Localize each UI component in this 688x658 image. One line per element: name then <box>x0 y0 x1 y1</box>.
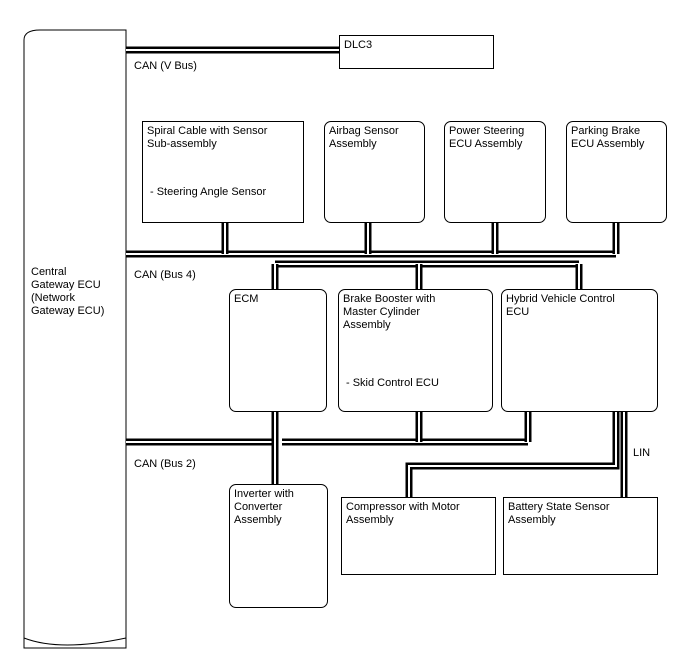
wire-lin-compressor-core <box>408 412 617 497</box>
node-compressor: Compressor with Motor Assembly <box>341 497 496 575</box>
node-label: Spiral Cable with Sensor <box>147 125 268 137</box>
node-label: ECU Assembly <box>571 138 645 150</box>
node-sub-label: - Steering Angle Sensor <box>150 186 267 198</box>
node-dlc3: DLC3 <box>339 35 494 69</box>
node-label: Parking Brake <box>571 125 641 137</box>
bus-wires <box>126 46 628 497</box>
node-airbag-sensor: Airbag Sensor Assembly <box>324 121 425 223</box>
node-label: Power Steering <box>449 125 525 137</box>
node-label: Airbag Sensor <box>329 125 399 137</box>
node-label: Assembly <box>329 138 377 150</box>
node-label: Assembly <box>508 514 556 526</box>
node-label: Assembly <box>234 514 282 526</box>
bus-label-bus4: CAN (Bus 4) <box>134 269 196 282</box>
node-label: Inverter with <box>234 488 294 500</box>
node-parking-brake: Parking Brake ECU Assembly <box>566 121 667 223</box>
node-label: Hybrid Vehicle Control <box>506 293 615 305</box>
gateway-line-1: Central <box>31 266 67 278</box>
bus-label-vbus: CAN (V Bus) <box>134 60 197 73</box>
gateway-ecu-shape <box>23 29 127 649</box>
node-label: ECU <box>506 306 530 318</box>
node-label: Converter <box>234 501 283 513</box>
node-label: Assembly <box>343 319 391 331</box>
node-label: ECM <box>234 293 259 305</box>
node-ecm: ECM <box>229 289 327 412</box>
gateway-line-3: (Network <box>31 292 76 304</box>
node-label: Brake Booster with <box>343 293 436 305</box>
node-brake-booster: Brake Booster with Master Cylinder Assem… <box>338 289 493 412</box>
node-spiral-cable: Spiral Cable with Sensor Sub-assembly - … <box>142 121 304 223</box>
node-label: Master Cylinder <box>343 306 421 318</box>
node-label: DLC3 <box>344 39 373 51</box>
node-label: ECU Assembly <box>449 138 523 150</box>
gateway-line-2: Gateway ECU <box>31 279 101 291</box>
node-label: Compressor with Motor <box>346 501 460 513</box>
gateway-ecu-label: Central Gateway ECU (Network Gateway ECU… <box>31 266 104 318</box>
node-battery-state-sensor: Battery State Sensor Assembly <box>503 497 658 575</box>
node-label: Sub-assembly <box>147 138 217 150</box>
gateway-line-4: Gateway ECU) <box>31 305 105 317</box>
node-sub-label: - Skid Control ECU <box>346 377 439 389</box>
wire-lin-compressor <box>405 412 620 497</box>
node-power-steering: Power Steering ECU Assembly <box>444 121 546 223</box>
node-inverter: Inverter with Converter Assembly <box>229 484 328 608</box>
bus-label-bus2: CAN (Bus 2) <box>134 458 196 471</box>
bus-label-lin: LIN <box>633 447 651 460</box>
node-hybrid-vehicle-control: Hybrid Vehicle Control ECU <box>501 289 658 412</box>
node-label: Assembly <box>346 514 394 526</box>
node-label: Battery State Sensor <box>508 501 610 513</box>
